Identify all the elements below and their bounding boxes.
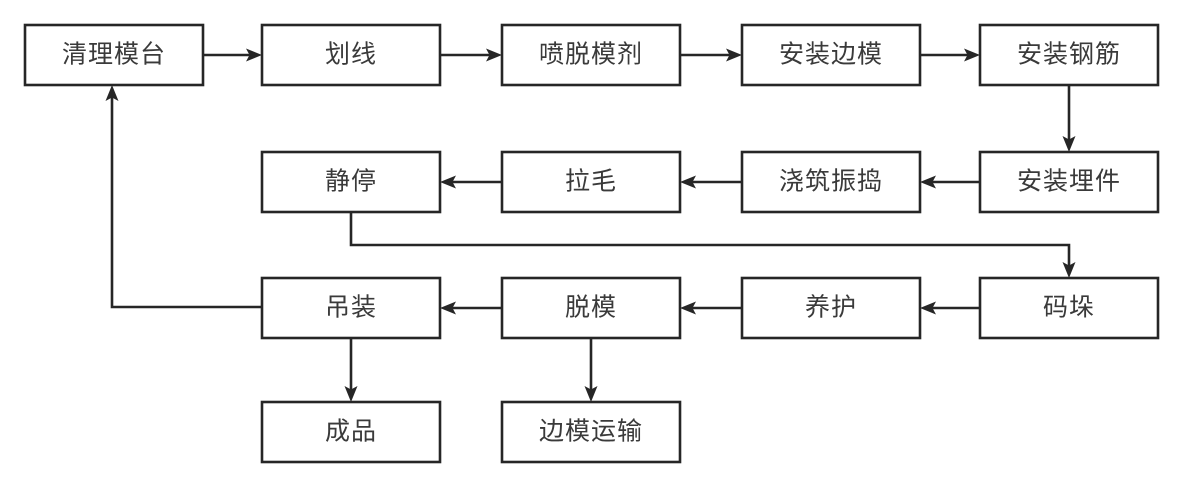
node-label-anzhuangbianmo: 安装边模: [779, 41, 883, 69]
edge-pentuomoji-to-anzhuangbianmo: [680, 48, 742, 62]
node-label-lamao: 拉毛: [565, 168, 617, 196]
node-label-chengpin: 成品: [325, 418, 377, 446]
node-yanghu[interactable]: 养护: [740, 276, 922, 340]
node-anzhuangmaijian[interactable]: 安装埋件: [978, 150, 1160, 214]
edge-maduo-to-yanghu: [920, 301, 980, 315]
node-label-anzhuangmaijian: 安装埋件: [1017, 168, 1121, 196]
node-tuomo[interactable]: 脱模: [500, 276, 682, 340]
edge-qinglimotai-to-huaxian: [203, 48, 262, 62]
node-label-qinglimotai: 清理模台: [62, 41, 166, 69]
edge-tuomo-to-diaozhuang: [440, 301, 502, 315]
node-label-yanghu: 养护: [805, 294, 857, 322]
node-label-pentuomoji: 喷脱模剂: [539, 41, 643, 69]
node-label-jiaozhuzhendao: 浇筑振捣: [779, 168, 883, 196]
node-pentuomoji[interactable]: 喷脱模剂: [500, 23, 682, 87]
edges-layer: [105, 48, 1076, 402]
node-anzhuangbianmo[interactable]: 安装边模: [740, 23, 922, 87]
node-lamao[interactable]: 拉毛: [500, 150, 682, 214]
edge-yanghu-to-tuomo: [680, 301, 742, 315]
node-jiaozhuzhendao[interactable]: 浇筑振捣: [740, 150, 922, 214]
node-qinglimotai[interactable]: 清理模台: [23, 23, 205, 87]
node-label-huaxian: 划线: [325, 41, 377, 69]
node-maduo[interactable]: 码垛: [978, 276, 1160, 340]
edge-huaxian-to-pentuomoji: [440, 48, 502, 62]
edge-diaozhuang-to-qinglimotai-feedback: [105, 85, 262, 309]
edge-jingting-to-maduo: [349, 212, 1076, 278]
node-chengpin[interactable]: 成品: [260, 400, 442, 464]
edge-diaozhuang-to-chengpin: [344, 338, 358, 402]
node-label-bianmoyunshu: 边模运输: [539, 418, 643, 446]
edge-anzhuangmaijian-to-jiaozhuzhendao: [920, 175, 980, 189]
edge-jiaozhuzhendao-to-lamao: [680, 175, 742, 189]
node-label-maduo: 码垛: [1043, 294, 1095, 322]
edge-anzhuanggangjin-to-anzhuangmaijian: [1062, 85, 1076, 152]
edge-anzhuangbianmo-to-anzhuanggangjin: [920, 48, 980, 62]
node-label-anzhuanggangjin: 安装钢筋: [1017, 41, 1121, 69]
node-bianmoyunshu[interactable]: 边模运输: [500, 400, 682, 464]
node-jingting[interactable]: 静停: [260, 150, 442, 214]
node-label-jingting: 静停: [325, 168, 377, 196]
edge-tuomo-to-bianmoyunshu: [584, 338, 598, 402]
nodes-layer: 清理模台 划线 喷脱模剂 安装边模 安装钢筋 安装埋件: [23, 23, 1160, 464]
node-diaozhuang[interactable]: 吊装: [260, 276, 442, 340]
edge-lamao-to-jingting: [440, 175, 502, 189]
node-label-diaozhuang: 吊装: [325, 294, 377, 322]
node-anzhuanggangjin[interactable]: 安装钢筋: [978, 23, 1160, 87]
node-label-tuomo: 脱模: [565, 294, 617, 322]
node-huaxian[interactable]: 划线: [260, 23, 442, 87]
